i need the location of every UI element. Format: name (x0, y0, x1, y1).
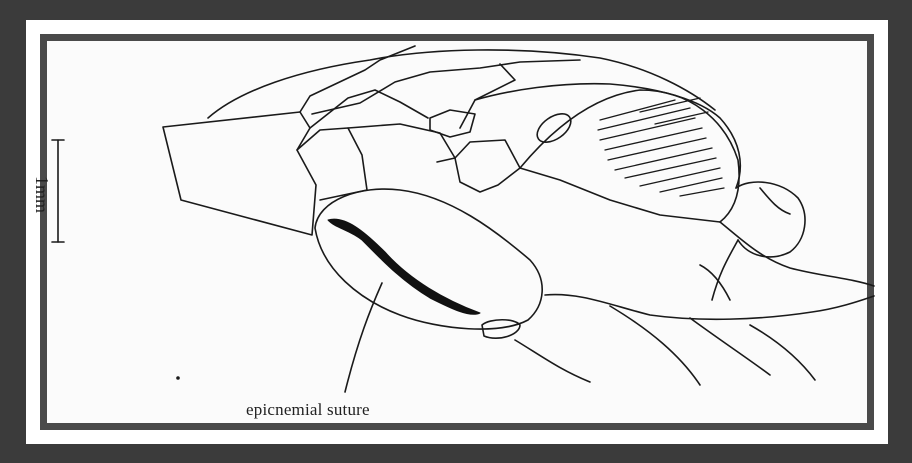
tibia-line-3 (750, 325, 815, 380)
callout-leader-line (345, 283, 382, 392)
metapleuron-plate (455, 140, 520, 192)
scale-bar-label: 1mm (31, 176, 52, 213)
metapleuron-lower (520, 168, 720, 222)
mesopleuron-upper (348, 124, 455, 162)
propodeum-striations (598, 98, 724, 196)
pronotum-inner-line (310, 90, 428, 128)
dorsal-outline (208, 50, 715, 118)
propodeum-outline (520, 90, 739, 222)
scale-bar (52, 140, 64, 242)
tibia-line-2 (690, 318, 770, 375)
mesocoxa-outline (315, 189, 542, 329)
epicnemial-suture (328, 219, 480, 314)
femur-lower-edge (515, 340, 590, 382)
speck (177, 377, 179, 379)
femur-upper-edge (545, 295, 874, 320)
spiracle (532, 108, 576, 148)
petiole-node (736, 182, 805, 257)
mesopleuron-line (297, 128, 367, 200)
gaster-edge (720, 222, 874, 286)
epicnemial-suture-label: epicnemial suture (246, 400, 370, 420)
petiole-inner (760, 188, 790, 214)
anterior-collar-outline (163, 112, 316, 235)
hind-coxa-edge (700, 265, 730, 300)
